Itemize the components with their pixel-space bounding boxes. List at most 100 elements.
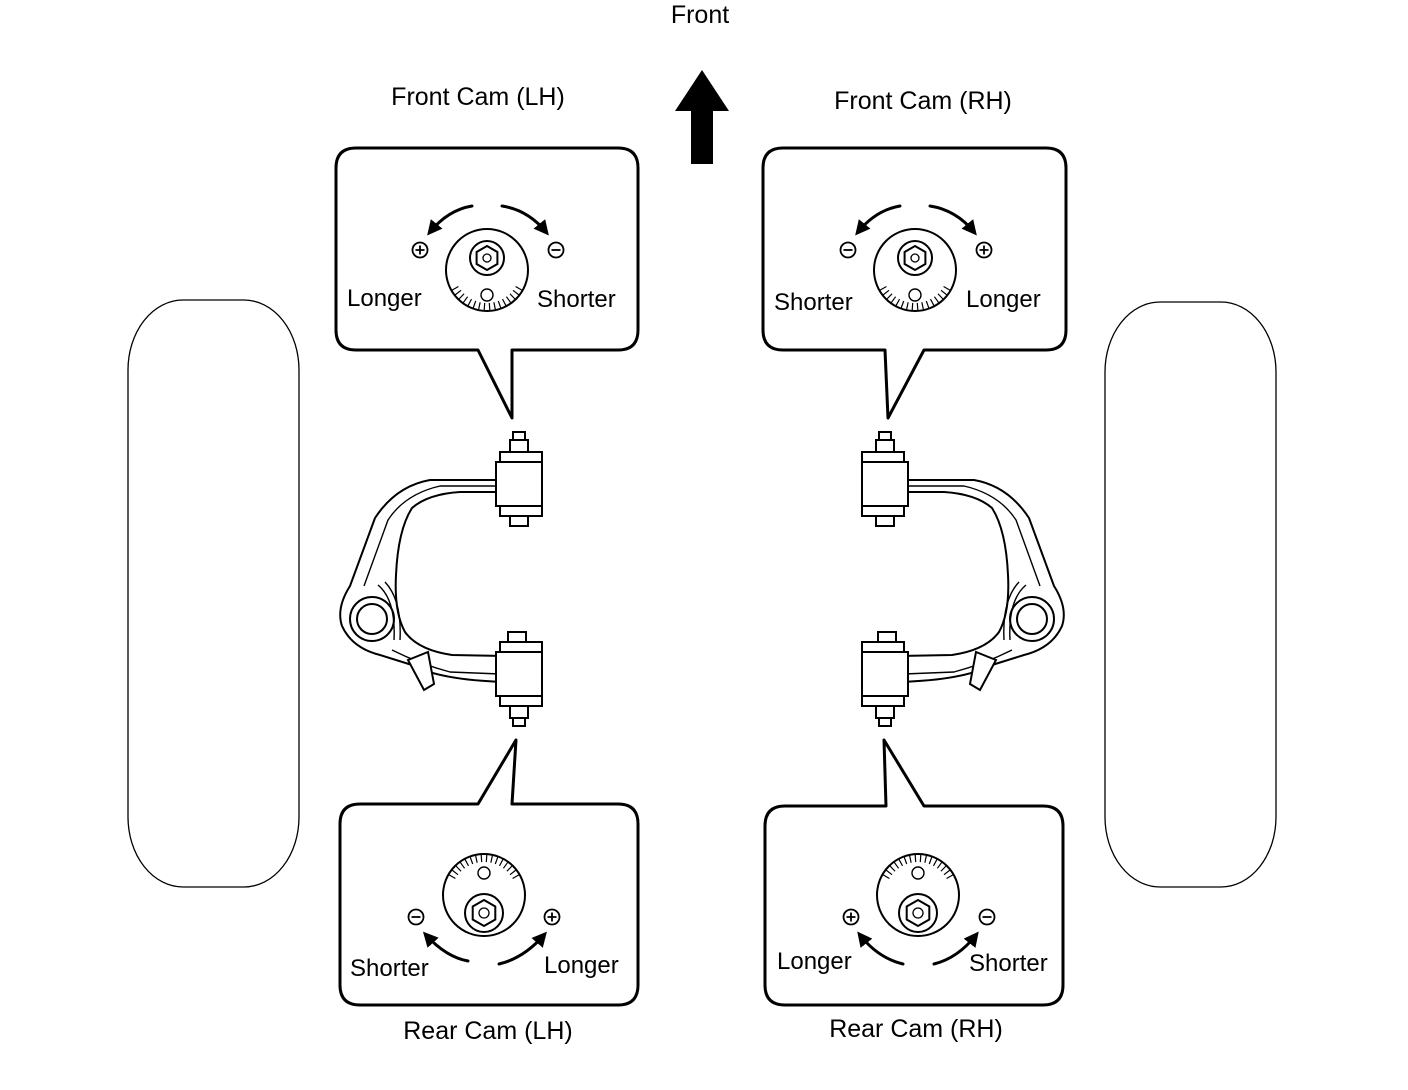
dial-tick <box>490 854 494 863</box>
dial-tick <box>483 302 486 311</box>
cam-bolt-icon <box>897 240 933 276</box>
dial-tick <box>455 865 462 872</box>
rear-cam-lh-longer-label: Longer <box>544 952 619 979</box>
dial-tick <box>451 285 459 292</box>
dial-tick <box>506 865 513 872</box>
dial-tick <box>879 285 887 292</box>
dial-tick <box>509 869 517 876</box>
dial-tick <box>458 293 465 300</box>
rotation-arrow-icon <box>422 931 470 963</box>
rear-cam-rh-callout: Longer Shorter Rear Cam (RH) <box>763 738 1065 1043</box>
front-cam-rh-longer-label: Longer <box>966 286 1041 313</box>
upper-control-arm-icon <box>898 479 1065 683</box>
minus-icon <box>978 908 996 926</box>
dial-tick <box>501 298 507 307</box>
front-arrow-icon <box>675 70 729 164</box>
rotation-arrow-icon <box>855 204 902 236</box>
rotation-arrow-icon <box>928 204 977 236</box>
plus-icon <box>975 241 993 259</box>
dial-tick <box>472 300 477 309</box>
dial-tick <box>512 873 520 880</box>
dial-tick <box>908 854 912 863</box>
dial-tick <box>900 300 905 309</box>
dial-tick <box>480 854 483 863</box>
cam-bolt-icon <box>898 893 938 933</box>
dial-tick <box>924 854 928 863</box>
dial-tick <box>893 861 900 869</box>
plus-icon <box>543 908 561 926</box>
dial-tick <box>933 296 940 304</box>
front-direction-label: Front <box>671 1 729 29</box>
dial-tick <box>512 289 520 296</box>
dial-tick <box>502 861 509 869</box>
front-cam-lh-title: Front Cam (LH) <box>391 83 565 111</box>
rotation-arrow-icon <box>500 204 549 236</box>
dial-tick <box>474 854 478 863</box>
minus-icon <box>547 241 565 259</box>
dial-tick <box>494 856 499 865</box>
front-cam-lh-callout: Front Cam (LH) Longer Shorter <box>334 83 640 420</box>
dial-tick <box>946 873 954 880</box>
plus-icon <box>842 908 860 926</box>
rotation-arrow-icon <box>857 931 905 966</box>
dial-tick <box>882 289 890 296</box>
dial-tick <box>895 298 901 307</box>
dial-tick <box>485 854 488 863</box>
dial-tick <box>890 296 897 304</box>
upper-control-arm-lh <box>339 431 543 727</box>
minus-icon <box>407 908 425 926</box>
dial-tick <box>462 296 469 304</box>
dial-tick <box>477 302 481 311</box>
rear-cam-rh-title: Rear Cam (RH) <box>829 1015 1003 1043</box>
dial-tick <box>488 302 491 311</box>
dial-tick <box>914 854 917 863</box>
dial-tick <box>916 302 919 311</box>
rotation-arrow-icon <box>427 204 474 236</box>
dial-tick <box>898 858 904 867</box>
dial-tick <box>889 865 896 872</box>
dial-tick <box>943 869 951 876</box>
rotation-arrow-icon <box>497 931 547 966</box>
rear-cam-lh-title: Rear Cam (LH) <box>403 1017 572 1045</box>
dial-tick <box>929 298 935 307</box>
dial-tick <box>498 858 504 867</box>
dial-tick <box>936 861 943 869</box>
dial-tick <box>885 869 893 876</box>
dial-tick <box>451 869 459 876</box>
dial-tick <box>448 873 456 880</box>
dial-tick <box>937 293 944 300</box>
dial-tick <box>940 865 947 872</box>
tire-icon <box>1104 301 1277 888</box>
dial-tick <box>932 858 938 867</box>
dial-tick <box>882 873 890 880</box>
dial-tick <box>469 856 474 865</box>
cam-bolt-icon <box>464 893 504 933</box>
front-cam-rh-callout: Front Cam (RH) Shorter Longer <box>761 87 1068 420</box>
dial-tick <box>928 856 933 865</box>
dial-tick <box>493 302 497 311</box>
dial-tick <box>459 861 466 869</box>
front-cam-lh-longer-label: Longer <box>347 285 422 312</box>
dial-tick <box>497 300 502 309</box>
dial-tick <box>943 285 951 292</box>
dial-tick <box>509 293 516 300</box>
rear-cam-lh-callout: Shorter Longer Rear Cam (LH) <box>338 738 640 1045</box>
rotation-arrow-icon <box>932 931 979 966</box>
front-cam-rh-shorter-label: Shorter <box>774 289 853 316</box>
minus-icon <box>839 241 857 259</box>
dial-tick <box>505 296 512 304</box>
front-cam-lh-shorter-label: Shorter <box>537 286 616 313</box>
dial-tick <box>903 856 908 865</box>
dial-tick <box>515 285 523 292</box>
dial-tick <box>921 302 925 311</box>
dial-tick <box>886 293 893 300</box>
dial-tick <box>464 858 470 867</box>
front-cam-rh-title: Front Cam (RH) <box>834 87 1012 115</box>
upper-control-arm-icon <box>339 479 506 683</box>
dial-tick <box>905 302 909 311</box>
dial-tick <box>925 300 930 309</box>
dial-tick <box>454 289 462 296</box>
dial-tick <box>919 854 922 863</box>
dial-tick <box>911 302 914 311</box>
